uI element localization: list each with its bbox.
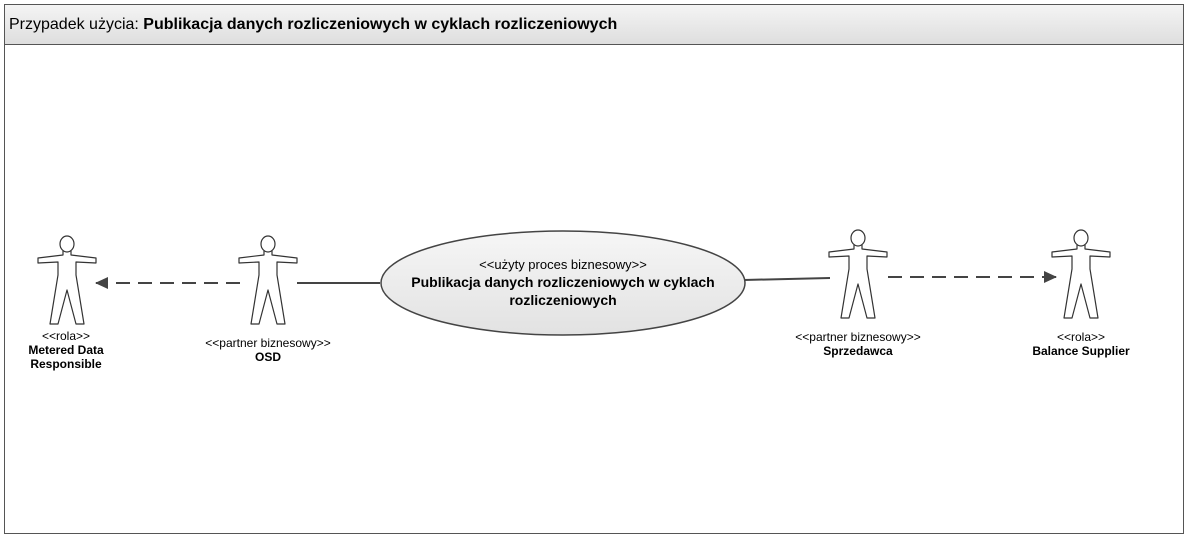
use-case-ellipse[interactable] <box>380 230 746 336</box>
actor-name: OSD <box>254 350 282 364</box>
diagram-header: Przypadek użycia: Publikacja danych rozl… <box>5 5 1183 45</box>
actor-body <box>37 251 97 325</box>
actor-name: Sprzedawca <box>823 344 893 358</box>
actor-figure-metered-data-responsible[interactable] <box>37 235 97 325</box>
actor-figure-balance-supplier[interactable] <box>1051 229 1111 319</box>
diagram-title: Przypadek użycia: Publikacja danych rozl… <box>9 16 617 34</box>
actor-body <box>1051 245 1111 319</box>
actor-label-sprzedawca: <<partner biznesowy>> Sprzedawca <box>795 330 920 358</box>
actor-stereotype: <<rola>> <box>1056 330 1106 344</box>
actor-label-metered-data-responsible: <<rola>> Metered Data Responsible <box>28 329 103 371</box>
actor-stereotype: <<rola>> <box>41 329 91 343</box>
diagram-frame: Przypadek użycia: Publikacja danych rozl… <box>4 4 1184 534</box>
actor-body <box>238 251 298 325</box>
actor-head <box>850 229 866 247</box>
actor-name: Metered Data Responsible <box>28 343 104 371</box>
connector-use-case-to-sprzedawca <box>743 277 831 281</box>
actor-label-balance-supplier: <<rola>> Balance Supplier <box>1032 330 1129 358</box>
actor-figure-sprzedawca[interactable] <box>828 229 888 319</box>
use-case-stereotype: <<użyty proces biznesowy>> <box>479 257 647 272</box>
actor-figure-osd[interactable] <box>238 235 298 325</box>
actor-head <box>260 235 276 253</box>
actor-label-osd: <<partner biznesowy>> OSD <box>205 336 330 364</box>
actor-name: Balance Supplier <box>1032 344 1130 358</box>
actor-head <box>1073 229 1089 247</box>
actor-head <box>59 235 75 253</box>
actor-body <box>828 245 888 319</box>
use-case-name: Publikacja danych rozliczeniowych w cykl… <box>411 274 715 308</box>
title-prefix: Przypadek użycia: <box>9 16 139 33</box>
use-case-label[interactable]: <<użyty proces biznesowy>> Publikacja da… <box>411 256 714 309</box>
actor-stereotype: <<partner biznesowy>> <box>795 330 921 344</box>
diagram-canvas <box>37 229 1111 336</box>
title-name: Publikacja danych rozliczeniowych w cykl… <box>143 16 618 33</box>
actor-stereotype: <<partner biznesowy>> <box>205 336 331 350</box>
